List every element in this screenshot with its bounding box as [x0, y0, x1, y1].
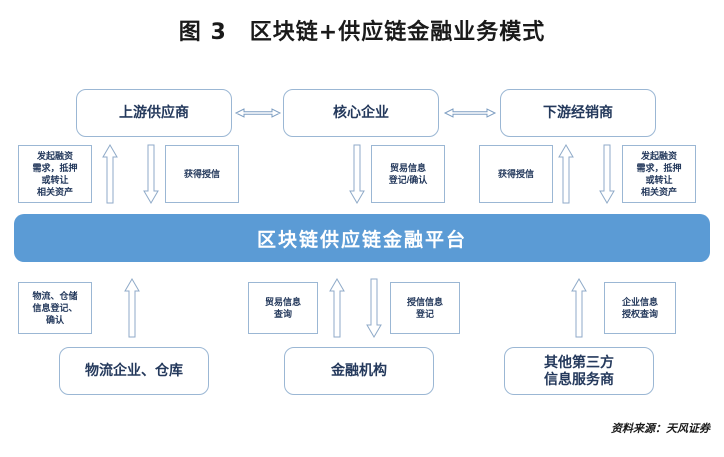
- blockchain-platform-label: 区块链供应链金融平台: [256, 229, 467, 251]
- box-downstream-distributor-label: 下游经销商: [543, 104, 613, 121]
- label-obtain-credit-left-text: 获得授信: [183, 168, 220, 179]
- arrow-core-distributor: [443, 105, 497, 121]
- arrow-up-supplier-to-platform: [102, 144, 118, 204]
- label-logistics-storage-info: 物流、仓储 信息登记、 确认: [18, 282, 92, 334]
- box-logistics-warehouse-label: 物流企业、仓库: [85, 362, 183, 379]
- arrow-up-financial-to-platform: [329, 278, 345, 338]
- box-logistics-warehouse: 物流企业、仓库: [59, 347, 209, 395]
- label-credit-info-register: 授信信息 登记: [390, 282, 460, 334]
- arrow-down-platform-to-financial: [366, 278, 382, 338]
- box-core-enterprise: 核心企业: [283, 89, 439, 137]
- label-enterprise-info-auth-query-text: 企业信息 授权查询: [621, 296, 658, 319]
- label-trade-info-query: 贸易信息 查询: [248, 282, 318, 334]
- page-title: 图 3 区块链+供应链金融业务模式: [178, 20, 546, 45]
- box-upstream-supplier-label: 上游供应商: [119, 104, 189, 121]
- label-trade-info-query-text: 贸易信息 查询: [264, 296, 301, 319]
- label-logistics-storage-info-text: 物流、仓储 信息登记、 确认: [32, 290, 78, 326]
- label-initiate-financing-right-text: 发起融资 需求，抵押 或转让 相关资产: [636, 150, 682, 198]
- arrow-down-core-to-platform: [349, 144, 365, 204]
- box-upstream-supplier: 上游供应商: [76, 89, 232, 137]
- box-third-party-info-provider-label: 其他第三方 信息服务商: [544, 353, 614, 388]
- arrow-down-platform-to-supplier: [143, 144, 159, 204]
- arrow-supplier-core: [234, 105, 282, 121]
- source-note: 资料来源：天风证券: [611, 422, 710, 435]
- box-core-enterprise-label: 核心企业: [333, 104, 389, 121]
- box-financial-institution: 金融机构: [284, 347, 434, 395]
- label-trade-info-register: 贸易信息 登记/确认: [371, 145, 445, 203]
- arrow-down-platform-to-distributor: [599, 144, 615, 204]
- arrow-up-logistics-to-platform: [124, 278, 140, 338]
- arrow-up-thirdparty-to-platform: [571, 278, 587, 338]
- label-initiate-financing-left-text: 发起融资 需求，抵押 或转让 相关资产: [32, 150, 78, 198]
- label-trade-info-register-text: 贸易信息 登记/确认: [388, 162, 428, 185]
- arrow-up-distributor-to-platform: [558, 144, 574, 204]
- box-financial-institution-label: 金融机构: [331, 362, 387, 379]
- label-enterprise-info-auth-query: 企业信息 授权查询: [604, 282, 676, 334]
- label-obtain-credit-right-text: 获得授信: [497, 168, 534, 179]
- label-credit-info-register-text: 授信信息 登记: [406, 296, 443, 319]
- box-downstream-distributor: 下游经销商: [500, 89, 656, 137]
- blockchain-platform-bar: 区块链供应链金融平台: [14, 214, 710, 262]
- label-initiate-financing-left: 发起融资 需求，抵押 或转让 相关资产: [18, 145, 92, 203]
- label-obtain-credit-right: 获得授信: [479, 145, 553, 203]
- label-obtain-credit-left: 获得授信: [165, 145, 239, 203]
- box-third-party-info-provider: 其他第三方 信息服务商: [504, 347, 654, 395]
- label-initiate-financing-right: 发起融资 需求，抵押 或转让 相关资产: [622, 145, 696, 203]
